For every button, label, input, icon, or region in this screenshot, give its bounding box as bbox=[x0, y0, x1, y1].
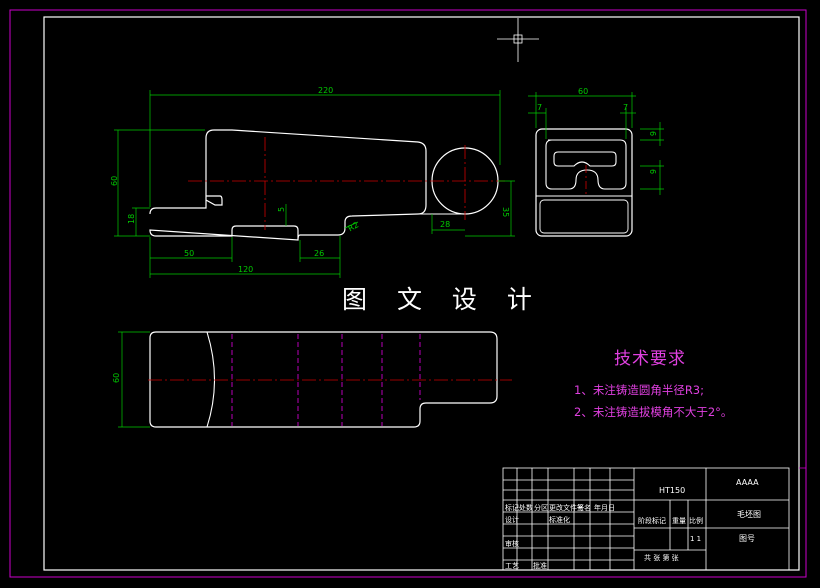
front-view-outline bbox=[149, 129, 427, 241]
drawing-name: 毛坯图 bbox=[737, 510, 761, 519]
inner-border bbox=[43, 16, 800, 571]
requirement-item: 2、未注铸造拔模角不大于2°。 bbox=[574, 405, 733, 419]
material-label: HT150 bbox=[659, 486, 686, 495]
dim-side-right-gap: 7 bbox=[623, 103, 628, 112]
dim-top-height: 60 bbox=[110, 176, 119, 186]
requirements-title: 技术要求 bbox=[614, 349, 686, 369]
dim-left-step: 50 bbox=[184, 249, 194, 258]
side-view-slot bbox=[545, 139, 627, 190]
scale-label: 比例 bbox=[689, 517, 703, 525]
header-label: 处数 bbox=[519, 504, 533, 512]
plan-view-outline bbox=[149, 331, 498, 428]
side-view: 60 7 7 6 6 bbox=[528, 87, 664, 237]
front-view: 220 60 18 50 120 26 5 R2 28 35 bbox=[110, 86, 515, 278]
header-label: 更改文件号 bbox=[549, 504, 584, 512]
dim-side-width: 60 bbox=[578, 87, 588, 96]
header-label: 年月日 bbox=[594, 504, 615, 512]
watermark-text: 图 文 设 计 bbox=[342, 285, 543, 314]
dim-slot-width: 26 bbox=[314, 249, 324, 258]
dim-boss-width: 28 bbox=[440, 220, 450, 229]
review-label: 审核 bbox=[505, 540, 519, 548]
dim-side-mid: 6 bbox=[648, 169, 657, 174]
dim-slot-depth: 5 bbox=[277, 207, 286, 212]
side-view-outline bbox=[535, 128, 633, 237]
dim-fillet-radius: R2 bbox=[347, 220, 361, 233]
sheet-info: 共 张 第 张 bbox=[644, 554, 679, 562]
stage-label: 阶段标记 bbox=[638, 517, 666, 525]
title-block bbox=[502, 467, 790, 571]
scale-value: 1 1 bbox=[690, 535, 702, 543]
header-label: 分区 bbox=[534, 504, 548, 512]
approve-label: 批准 bbox=[533, 562, 547, 570]
company-label: AAAA bbox=[736, 478, 759, 487]
header-label: 签名 bbox=[577, 504, 591, 512]
dim-right-height: 35 bbox=[501, 207, 510, 217]
drawing-number: 图号 bbox=[739, 534, 755, 543]
dim-bottom-height: 60 bbox=[112, 373, 121, 383]
outer-frame bbox=[9, 9, 807, 578]
dim-base-height: 18 bbox=[127, 214, 136, 224]
requirement-item: 1、未注铸造圆角半径R3; bbox=[574, 383, 704, 397]
dim-center-step: 120 bbox=[238, 265, 253, 274]
standardize-label: 标准化 bbox=[549, 516, 570, 524]
weight-label: 重量 bbox=[672, 517, 686, 525]
crosshair-cursor bbox=[497, 18, 539, 62]
process-label: 工艺 bbox=[505, 562, 519, 570]
dim-side-top: 6 bbox=[648, 131, 657, 136]
dim-side-left-gap: 7 bbox=[537, 103, 542, 112]
dim-top-length: 220 bbox=[318, 86, 333, 95]
header-label: 标记 bbox=[505, 504, 519, 512]
plan-view: 60 bbox=[112, 331, 512, 428]
design-label: 设计 bbox=[505, 516, 519, 524]
